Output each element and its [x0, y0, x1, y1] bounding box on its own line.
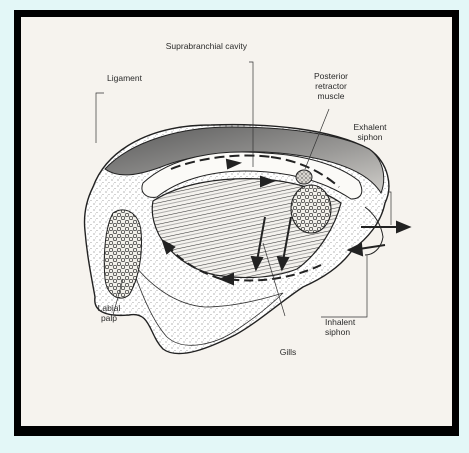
label-inhalent-siphon: Inhalent siphon [325, 317, 369, 337]
label-posterior-retractor-muscle: Posterior retractor muscle [308, 71, 354, 101]
label-exhalent-siphon: Exhalent siphon [347, 122, 393, 142]
clam-anatomy-illustration [21, 17, 452, 426]
label-ligament: Ligament [107, 73, 142, 83]
diagram-panel: Suprabranchial cavity Ligament Posterior… [21, 17, 452, 426]
label-labial-palp: Labial palp [91, 303, 127, 323]
label-gills: Gills [277, 347, 299, 357]
posterior-adductor-muscle [291, 185, 331, 233]
label-suprabranchial-cavity: Suprabranchial cavity [139, 41, 247, 51]
posterior-retractor-muscle-small [296, 170, 312, 184]
